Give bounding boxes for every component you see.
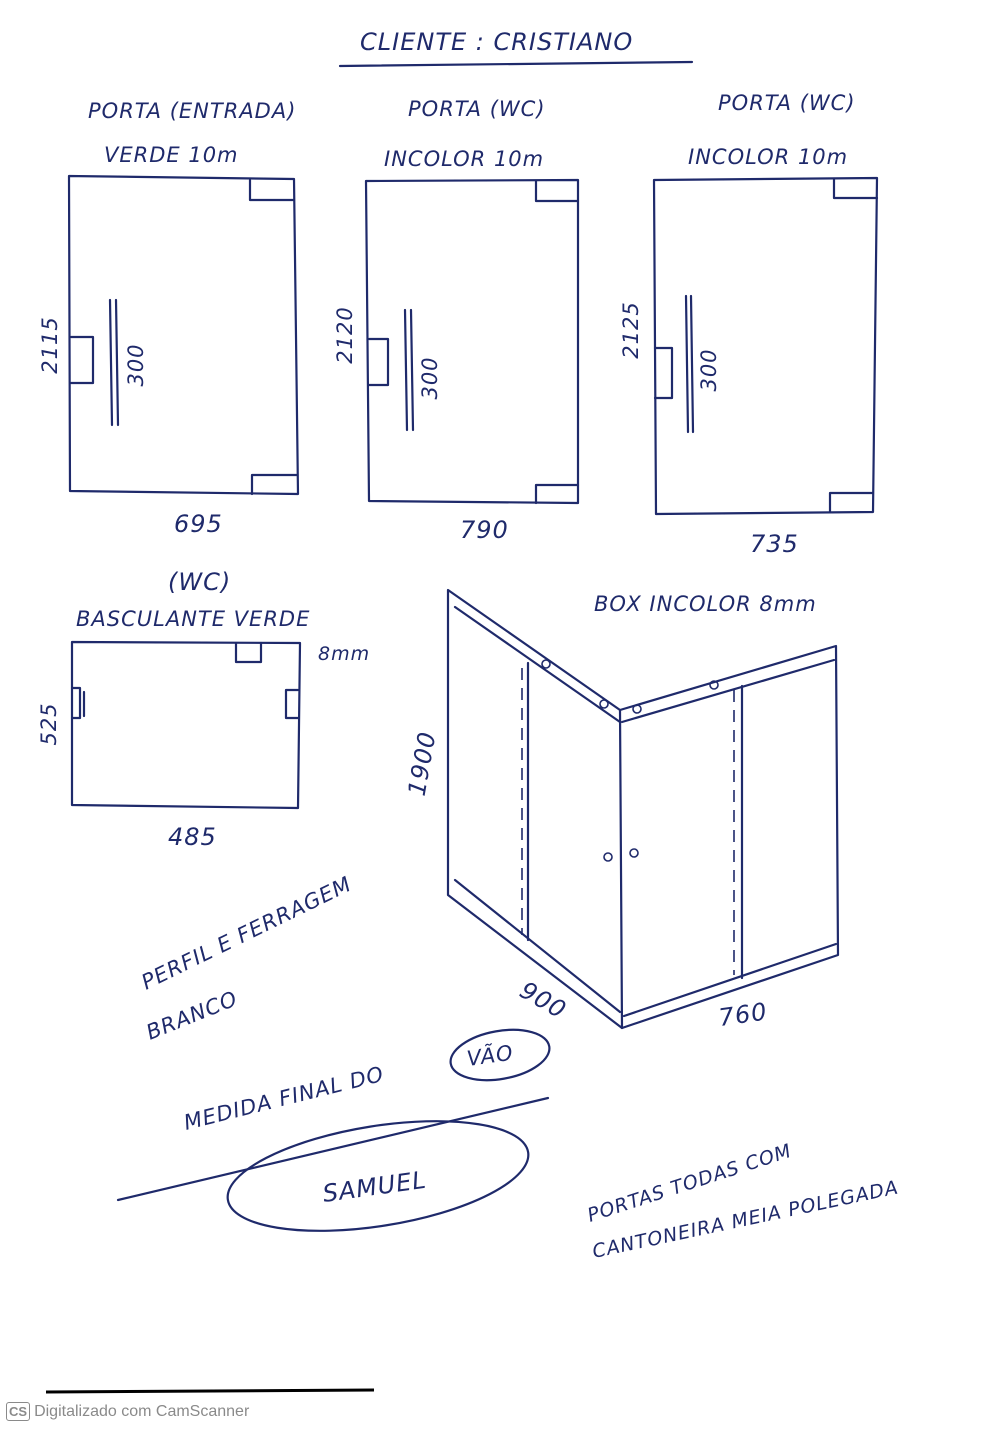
box-side-panel [446,588,624,1030]
door-wc-1-bottom-hinge [534,483,580,505]
box-title: BOX INCOLOR 8mm [594,592,817,616]
door-wc-2-glass: INCOLOR 10m [688,145,848,169]
box-front-top-rail [620,658,836,724]
signature-circle [226,1120,530,1232]
door-wc-2: PORTA (WC) INCOLOR 10m 2125 300 735 [619,91,879,558]
client-title: CLIENTE : CRISTIANO [360,28,633,56]
window-basculante: (WC) BASCULANTE VERDE 8mm 525 485 [37,568,370,851]
door-wc-1-outline [364,178,580,505]
door-wc-1-top-hinge [534,179,580,203]
door-wc-1-width: 790 [460,516,509,544]
door-entrance-handle-size: 300 [124,343,148,386]
window-left-latch [70,686,86,720]
door-entrance-top-hinge [248,178,296,202]
door-wc-1-height: 2120 [333,306,357,363]
window-right-latch [284,688,300,720]
door-wc-1-glass: INCOLOR 10m [384,147,544,171]
door-wc-1-handle-size: 300 [418,356,442,399]
box-front-panel [618,644,840,1030]
door-entrance-handle [108,298,120,427]
title-underline [338,60,694,68]
window-location: (WC) [168,568,231,596]
door-entrance-label: PORTA (ENTRADA) [88,99,296,123]
door-wc-2-outline [652,176,879,516]
box-side-top-rail [453,605,622,724]
signature-line [116,1096,550,1202]
window-top-hinge [234,641,263,664]
door-wc-2-height: 2125 [619,301,643,358]
box-height: 1900 [403,729,442,798]
door-wc-2-width: 735 [750,530,799,558]
circle-vao [449,1028,551,1082]
door-entrance-outline [67,174,300,496]
window-height: 525 [37,702,61,745]
note-profile-color: BRANCO [143,986,241,1044]
door-entrance: PORTA (ENTRADA) VERDE 10m 2115 300 695 [38,99,300,538]
box-knob-right [629,848,639,858]
signature: SAMUEL [321,1166,428,1208]
box-roller-1 [541,659,551,669]
box-roller-4 [709,680,719,690]
window-thickness: 8mm [318,643,370,665]
door-wc-1-lock [367,337,390,387]
door-wc-2-handle [684,294,695,434]
door-wc-2-bottom-hinge [828,491,875,514]
door-wc-1: PORTA (WC) INCOLOR 10m 2120 300 790 [333,97,580,544]
door-wc-1-label: PORTA (WC) [408,97,546,121]
note-vao: VÃO [465,1039,515,1071]
note-final-measure: MEDIDA FINAL DO [181,1062,386,1135]
window-width: 485 [168,823,217,851]
note-profile: PERFIL E FERRAGEM [138,872,356,995]
door-entrance-height: 2115 [38,316,62,373]
camscanner-text: Digitalizado com CamScanner [34,1402,250,1420]
camscanner-logo: CS [6,1402,31,1421]
door-wc-2-top-hinge [832,177,879,200]
scan-watermark: CS Digitalizado com CamScanner [6,1402,249,1421]
box-roller-2 [599,699,609,709]
door-entrance-width: 695 [174,510,223,538]
window-type: BASCULANTE VERDE [76,607,310,631]
door-entrance-lock [69,335,95,385]
box-knob-left [603,852,613,862]
door-wc-2-handle-size: 300 [697,348,721,391]
box-roller-3 [632,704,642,714]
shower-box: BOX INCOLOR 8mm 1900 900 760 [403,588,840,1032]
door-entrance-glass: VERDE 10m [104,143,239,167]
box-front-width: 760 [717,997,769,1032]
door-wc-2-label: PORTA (WC) [718,91,856,115]
window-outline [70,640,302,810]
page-bottom-edge [45,1388,375,1394]
door-wc-1-handle [403,308,415,432]
door-wc-2-lock [653,346,674,400]
door-entrance-bottom-hinge [250,473,299,496]
box-front-bottom-rail [622,942,838,1018]
box-side-bottom-rail [453,878,622,1014]
